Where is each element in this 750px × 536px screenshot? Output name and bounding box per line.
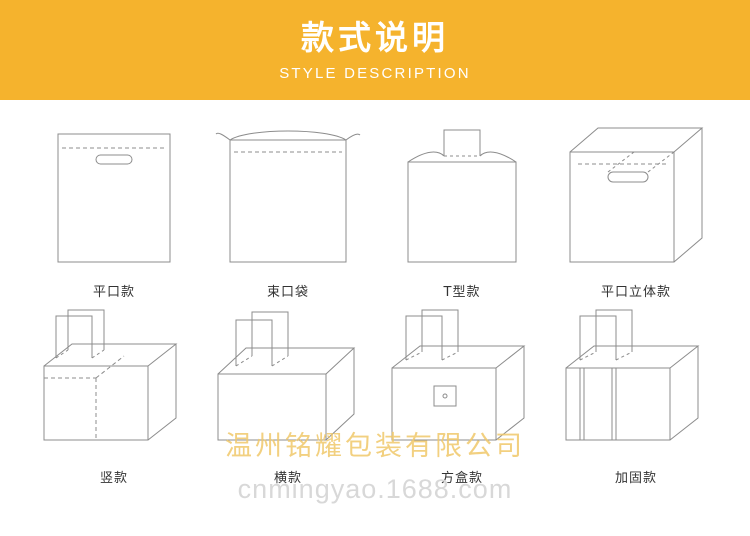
style-card-flat-mouth-3d[interactable]: 平口立体款 (556, 122, 716, 300)
box-bag-icon (382, 308, 542, 458)
vertical-bag-icon (34, 308, 194, 458)
style-caption: 束口袋 (266, 285, 309, 300)
style-caption: 横款 (273, 471, 302, 486)
page-title: 款式说明 (301, 17, 449, 57)
style-card-t-shape[interactable]: T型款 (382, 122, 542, 300)
styles-row-2: 竖款 (0, 308, 750, 486)
page-subtitle: STYLE DESCRIPTION (279, 65, 471, 83)
style-card-horizontal[interactable]: 横款 (208, 308, 368, 486)
style-card-flat-mouth[interactable]: 平口款 (34, 122, 194, 300)
styles-grid: 平口款 束口袋 (0, 100, 750, 486)
style-caption: T型款 (443, 285, 481, 300)
flat-mouth-3d-bag-icon (556, 122, 716, 272)
style-caption: 加固款 (614, 471, 657, 486)
style-card-box[interactable]: 方盒款 (382, 308, 542, 486)
styles-row-1: 平口款 束口袋 (0, 122, 750, 300)
drawstring-bag-icon (208, 122, 368, 272)
style-card-reinforced[interactable]: 加固款 (556, 308, 716, 486)
t-shape-bag-icon (382, 122, 542, 272)
style-caption: 平口款 (92, 285, 135, 300)
style-caption: 平口立体款 (600, 285, 671, 300)
style-card-drawstring[interactable]: 束口袋 (208, 122, 368, 300)
style-caption: 方盒款 (440, 471, 483, 486)
reinforced-bag-icon (556, 308, 716, 458)
style-card-vertical[interactable]: 竖款 (34, 308, 194, 486)
style-caption: 竖款 (99, 471, 128, 486)
flat-mouth-bag-icon (34, 122, 194, 272)
page-header: 款式说明 STYLE DESCRIPTION (0, 0, 750, 100)
horizontal-bag-icon (208, 308, 368, 458)
